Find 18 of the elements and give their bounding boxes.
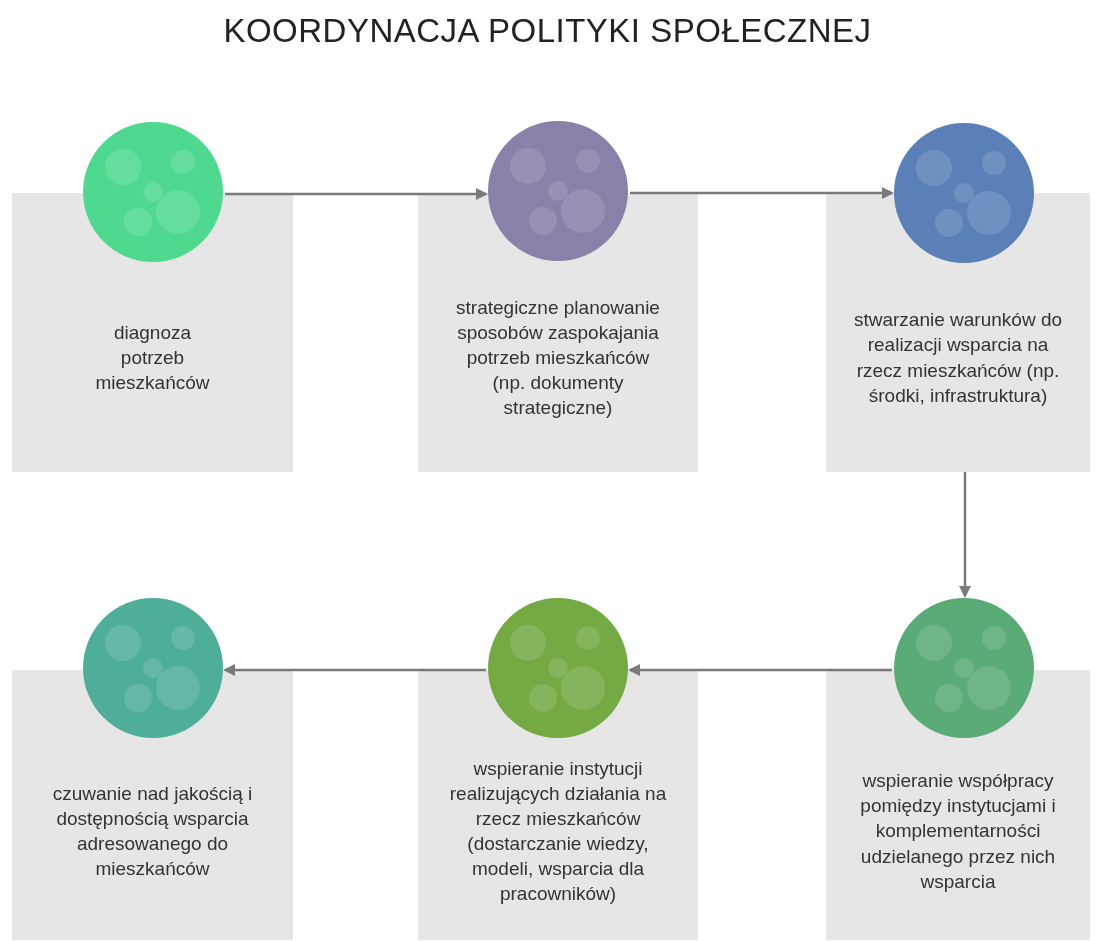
- textured-circle: [488, 121, 628, 261]
- arrow: [223, 664, 486, 676]
- arrow: [959, 472, 971, 598]
- step-text: wspieranie instytucji realizujących działania na rzecz mieszkańców (dostarczanie wiedzy, modeli, wsparcia dla pracowników): [448, 756, 668, 907]
- diagram-title: KOORDYNACJA POLITYKI SPOŁECZNEJ: [223, 12, 872, 50]
- textured-circle: [894, 123, 1034, 263]
- step-text: czuwanie nad jakością i dostępnością wsparcia adresowanego do mieszkańców: [51, 781, 254, 882]
- arrow: [630, 187, 894, 199]
- step-text: stwarzanie warunków do realizacji wsparcia na rzecz mieszkańców (np. środki, infrastruktura): [852, 308, 1063, 408]
- textured-circle: [83, 122, 223, 262]
- step-text: strategiczne planowanie sposobów zaspokajania potrzeb mieszkańców (np. dokumenty strategiczne): [455, 295, 661, 421]
- textured-circle: [83, 598, 223, 738]
- step-text: wspieranie współpracy pomiędzy instytucjami i komplementarności udzielanego przez nich wsparcia: [859, 769, 1057, 894]
- textured-circle: [894, 598, 1034, 738]
- arrow: [628, 664, 892, 676]
- step-text: diagnoza potrzeb mieszkańców: [94, 320, 211, 396]
- textured-circle: [488, 598, 628, 738]
- arrow: [225, 188, 488, 200]
